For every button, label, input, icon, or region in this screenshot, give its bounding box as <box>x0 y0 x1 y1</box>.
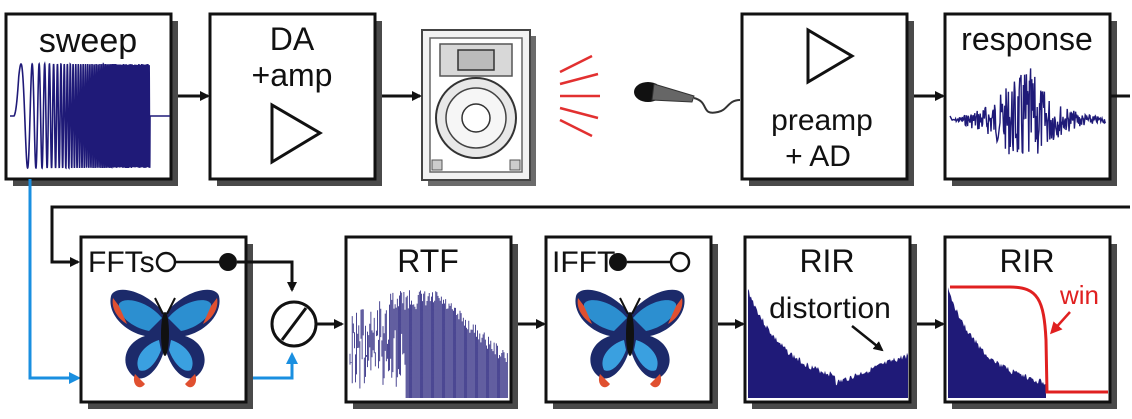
win-pointer-arrow <box>1049 311 1071 335</box>
response-waveform <box>949 68 1107 155</box>
rir-window-block: RIR win <box>943 235 1117 409</box>
sound-waves-icon <box>559 54 600 138</box>
response-block: response <box>943 12 1117 186</box>
rir-decay-curve <box>748 289 908 398</box>
sweep-block: sweep <box>4 12 178 186</box>
loudspeaker-icon <box>421 29 536 186</box>
preamp-label: preamp <box>771 104 873 137</box>
rtf-spectrum <box>349 290 508 398</box>
ad-label: + AD <box>785 140 851 173</box>
ifft-label: IFFT <box>552 246 615 279</box>
rtf-block: RTF <box>344 235 518 409</box>
amplifier-triangle-icon <box>270 102 323 165</box>
ffts-label: FFTs <box>88 246 155 279</box>
switch-icon <box>609 251 691 273</box>
amp-label: +amp <box>252 57 333 93</box>
win-label: win <box>1059 280 1099 310</box>
da-label: DA <box>270 21 315 57</box>
window-function-curve <box>950 285 1108 394</box>
da-amp-block: DA +amp <box>208 12 382 186</box>
distortion-pointer-arrow <box>851 325 884 352</box>
rir-windowed-curve <box>948 287 1046 398</box>
sweep-label: sweep <box>39 22 137 60</box>
division-icon <box>280 307 308 341</box>
ifft-block: IFFT <box>544 235 718 409</box>
response-label: response <box>961 21 1093 57</box>
preamp-triangle-icon <box>806 27 855 85</box>
rir-label: RIR <box>799 243 854 279</box>
rir-label: RIR <box>999 243 1054 279</box>
sweep-reference-path <box>28 179 298 384</box>
rir-distortion-block: RIR distortion <box>743 235 917 409</box>
rtf-label: RTF <box>397 243 459 279</box>
ffts-block: FFTs <box>79 235 253 409</box>
preamp-ad-block: preamp + AD <box>740 12 914 186</box>
row1-arrows <box>50 91 1130 267</box>
microphone-icon <box>634 82 741 114</box>
distortion-label: distortion <box>769 292 891 325</box>
divide-node <box>237 260 344 348</box>
switch-icon <box>155 251 237 273</box>
sweep-waveform <box>10 61 170 170</box>
